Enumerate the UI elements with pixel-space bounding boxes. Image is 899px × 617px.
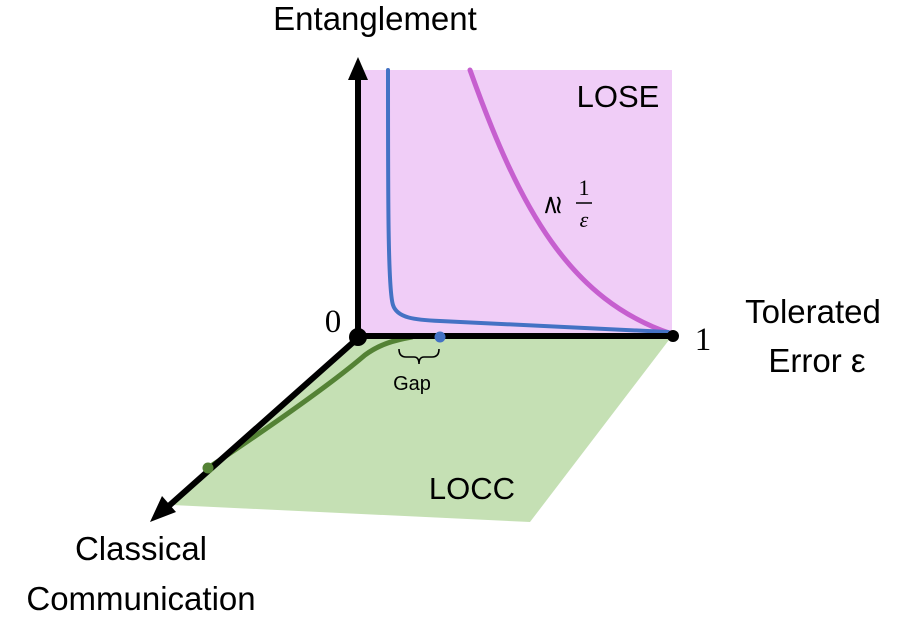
green-point [202,462,214,474]
gap-brace [398,348,440,365]
locc-region [172,336,672,522]
vertical-axis-arrowhead [348,57,368,80]
lose-region [358,70,672,336]
origin-point [349,328,367,346]
diagonal-axis-arrowhead [150,496,176,522]
diagonal-axis [160,335,360,515]
gap-label: Gap [393,373,431,395]
classical-communication-label-line1: Classical [75,530,207,567]
blue-gap-point [434,331,446,343]
origin-label: 0 [325,304,342,340]
fraction-numerator: 1 [579,175,590,200]
fraction-denominator: ε [580,207,589,232]
approx-one-over-epsilon-annotation: ≳ [537,194,566,216]
one-label: 1 [695,322,712,358]
lose-label: LOSE [577,79,660,114]
entanglement-axis-label: Entanglement [273,0,477,37]
tolerated-error-label-line2: Error ε [768,342,866,379]
blue-curve [386,68,670,334]
green-curve [205,334,415,471]
locc-label: LOCC [429,471,515,506]
one-point [667,330,679,342]
approx-symbol: ≳ [537,194,566,216]
classical-communication-label-line2: Communication [26,580,255,617]
tolerated-error-label-line1: Tolerated [745,293,881,330]
magenta-curve [467,67,675,337]
